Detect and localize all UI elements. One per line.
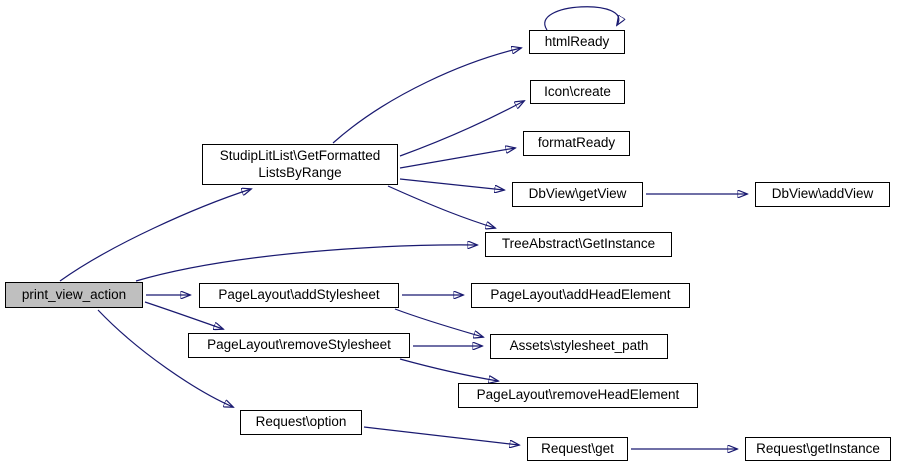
node-dbview-getview[interactable]: DbView\getView xyxy=(512,182,643,207)
edge-htmlready-self-loop xyxy=(544,6,619,31)
edge-print_view_action-to-treeabstract_getinstance xyxy=(135,245,477,282)
edge-getformattedlistsbyrange-to-icon_create xyxy=(399,101,524,157)
node-icon-create[interactable]: Icon\create xyxy=(530,80,625,104)
edge-getformattedlistsbyrange-to-formatready xyxy=(399,148,515,169)
node-studiplitlist-getformattedlistsbyrange[interactable]: StudipLitList\GetFormatted ListsByRange xyxy=(202,144,398,185)
node-request-getinstance[interactable]: Request\getInstance xyxy=(745,437,891,461)
node-htmlready[interactable]: htmlReady xyxy=(529,30,625,54)
node-pagelayout-addstylesheet[interactable]: PageLayout\addStylesheet xyxy=(199,283,399,308)
edge-print_view_action-to-request_option xyxy=(97,309,233,407)
node-pagelayout-removeheadelement[interactable]: PageLayout\removeHeadElement xyxy=(458,383,698,408)
node-dbview-addview[interactable]: DbView\addView xyxy=(755,182,890,207)
edge-request_option-to-request_get xyxy=(363,426,519,445)
node-request-get[interactable]: Request\get xyxy=(527,437,628,461)
edge-print_view_action-to-getformattedlistsbyrange xyxy=(59,189,251,282)
node-print-view-action: print_view_action xyxy=(5,282,143,308)
node-request-option[interactable]: Request\option xyxy=(240,410,362,435)
edge-print_view_action-to-pagelayout_removestylesheet xyxy=(144,301,223,329)
edge-getformattedlistsbyrange-to-dbview_getview xyxy=(399,178,504,190)
node-formatready[interactable]: formatReady xyxy=(523,131,630,156)
edge-getformattedlistsbyrange-to-htmlready xyxy=(332,48,521,144)
edge-addstylesheet-to-stylesheet_path xyxy=(394,308,483,337)
node-treeabstract-getinstance[interactable]: TreeAbstract\GetInstance xyxy=(485,232,672,257)
edge-removestylesheet-to-removeheadelement xyxy=(399,358,498,381)
node-pagelayout-addheadelement[interactable]: PageLayout\addHeadElement xyxy=(471,283,690,308)
node-pagelayout-removestylesheet[interactable]: PageLayout\removeStylesheet xyxy=(188,333,410,358)
node-assets-stylesheet-path[interactable]: Assets\stylesheet_path xyxy=(490,334,668,359)
edge-getformattedlistsbyrange-to-treeabstract_getinstance xyxy=(387,185,495,228)
